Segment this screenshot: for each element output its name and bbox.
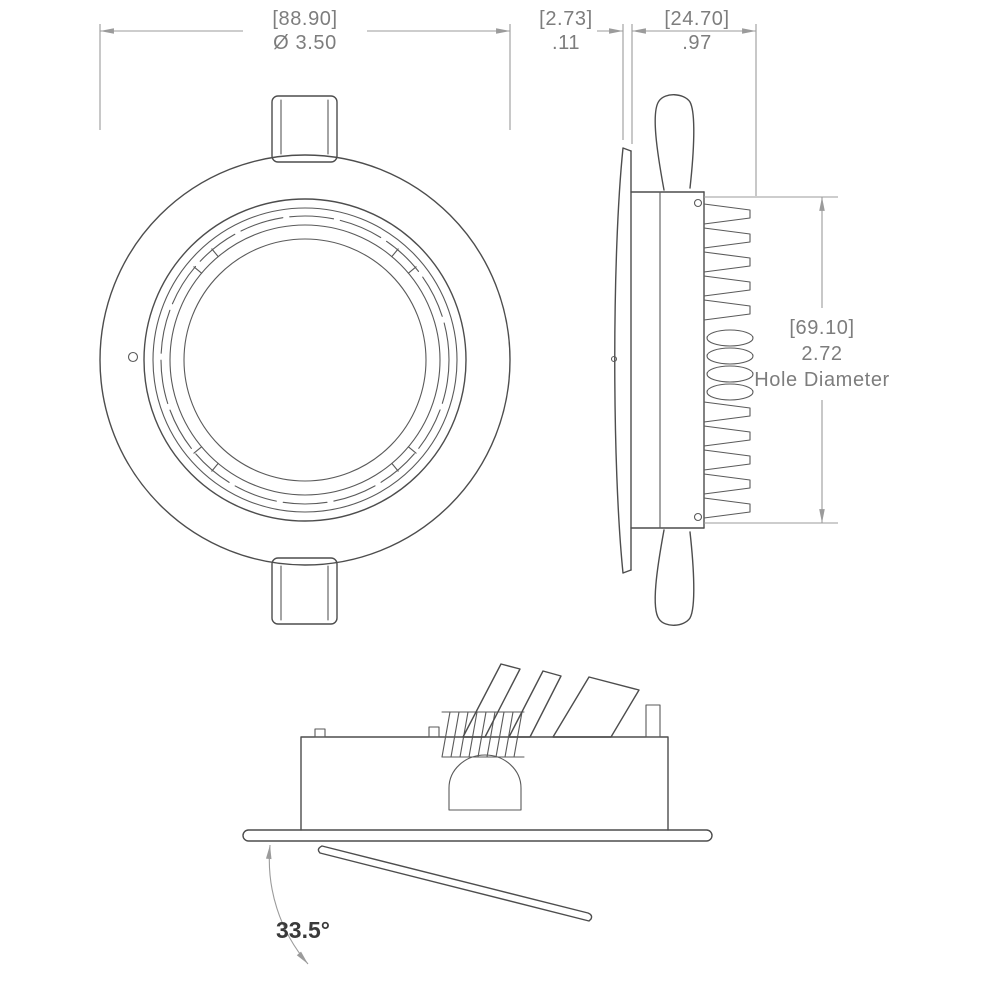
housing-notch: [314, 728, 326, 738]
overall-diameter-dimension: [99, 24, 511, 130]
spring-clip-top: [654, 94, 695, 191]
side-view: [610, 94, 754, 626]
housing-notch: [428, 726, 440, 738]
hole-diameter-label: Hole Diameter: [754, 369, 890, 391]
tilt-angle-arc: [265, 844, 309, 965]
screw-dot-bottom: [693, 512, 703, 522]
heatsink-fins-top: [703, 203, 751, 321]
flange-thickness-metric: [2.73]: [539, 8, 593, 30]
retaining-ring-tabs: [193, 248, 417, 472]
mounting-tab-top: [271, 95, 338, 163]
mounting-tab-bottom: [271, 557, 338, 625]
overall-diameter-imperial: Ø 3.50: [273, 32, 337, 54]
hole-diameter-metric: [69.10]: [789, 317, 854, 339]
flange-thickness-imperial: .11: [552, 32, 580, 54]
tilted-slat: [508, 670, 562, 738]
housing-tab: [645, 704, 661, 738]
flange-plate: [242, 829, 713, 842]
tilted-lens-bezel: [317, 845, 593, 922]
overall-diameter-metric: [88.90]: [272, 8, 337, 30]
screw-dot-top: [693, 198, 703, 208]
retaining-ring-segmented: [160, 215, 450, 505]
trim-ring-outer: [143, 198, 467, 522]
lens-ring: [169, 224, 441, 496]
hole-diameter-imperial: 2.72: [801, 343, 842, 365]
flange-and-depth-dimensions: [597, 24, 757, 196]
gimbal-arch: [448, 754, 522, 811]
trim-ring-inner: [152, 207, 458, 513]
heatsink-fins-bottom: [703, 401, 751, 519]
tilt-angle-value: 33.5°: [276, 917, 330, 943]
hole-diameter-dimension: [704, 196, 838, 524]
flange-profile: [614, 147, 632, 574]
side-coil-spring: [706, 329, 754, 401]
gimbal-coil-spring: [441, 711, 525, 758]
tilted-slat: [552, 676, 640, 738]
lens-aperture: [183, 238, 427, 482]
spring-clip-bottom: [654, 529, 695, 626]
bezel-outer-circle: [99, 154, 511, 566]
alignment-dot: [127, 351, 139, 363]
recess-depth-metric: [24.70]: [664, 8, 729, 30]
tilted-slat: [462, 663, 521, 738]
recess-depth-imperial: .97: [682, 32, 712, 54]
front-view: [99, 95, 511, 625]
housing-outline: [300, 736, 669, 831]
tilt-view: [242, 663, 713, 922]
flange-dot: [610, 355, 618, 363]
